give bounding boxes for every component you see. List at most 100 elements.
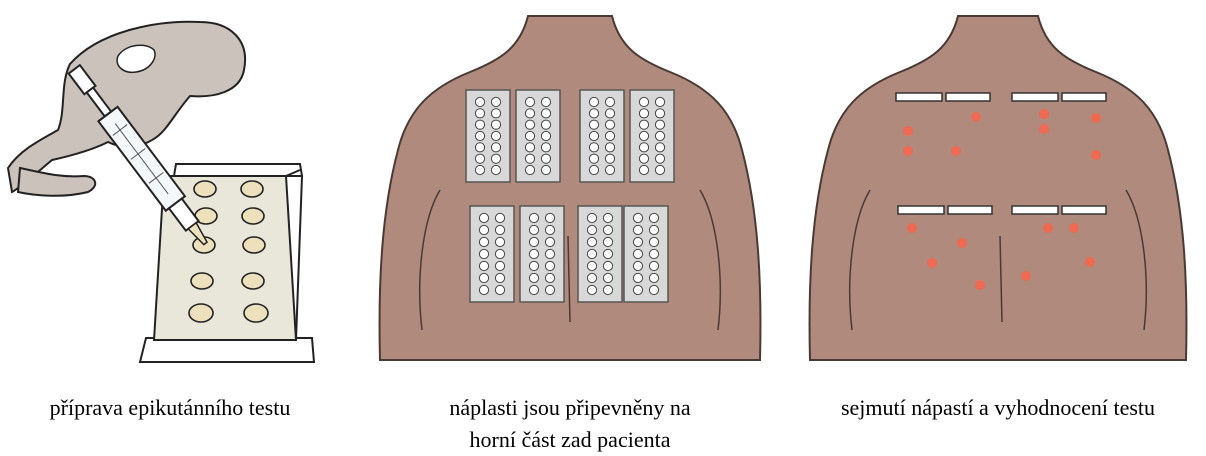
patch-chamber xyxy=(639,131,648,140)
patch-strip xyxy=(470,206,514,302)
caption-line: příprava epikutánního testu xyxy=(0,392,340,424)
patch-chamber xyxy=(655,120,664,129)
patch-chamber xyxy=(475,165,484,174)
panel-preparation: příprava epikutánního testu xyxy=(0,0,340,452)
patch-chamber xyxy=(649,285,658,294)
patch-chamber xyxy=(649,225,658,234)
patch-chamber xyxy=(495,237,504,246)
patch-chamber xyxy=(479,249,488,258)
patch-chamber xyxy=(605,120,614,129)
patch-chamber xyxy=(603,237,612,246)
patch-strip xyxy=(516,90,560,182)
patch-chamber xyxy=(475,143,484,152)
patch-chamber xyxy=(587,285,596,294)
patch-chamber xyxy=(587,237,596,246)
caption-preparation: příprava epikutánního testu xyxy=(0,392,340,424)
patch-strip xyxy=(466,90,510,182)
patch-chamber xyxy=(475,154,484,163)
patch-chamber xyxy=(589,97,598,106)
patch-chamber xyxy=(587,213,596,222)
patch-chamber xyxy=(491,120,500,129)
tray-frame-side xyxy=(296,176,302,340)
patch-chamber xyxy=(603,225,612,234)
patch-chamber xyxy=(541,109,550,118)
panel-application: náplasti jsou připevněny na horní část z… xyxy=(360,0,780,452)
patch-chamber xyxy=(479,225,488,234)
back-with-reactions-illustration xyxy=(790,0,1206,380)
patch-chamber xyxy=(605,109,614,118)
patch-chamber xyxy=(639,165,648,174)
patch-chamber xyxy=(633,237,642,246)
patch-chamber xyxy=(529,285,538,294)
patch-strip xyxy=(520,206,564,302)
patch-chamber xyxy=(529,237,538,246)
patch-chamber xyxy=(491,109,500,118)
patch-chamber xyxy=(605,131,614,140)
patch-chamber xyxy=(491,131,500,140)
preparation-illustration xyxy=(0,0,340,380)
patch-chamber xyxy=(603,249,612,258)
patch-strip xyxy=(624,206,668,302)
patch-strip xyxy=(578,206,622,302)
patch-chamber xyxy=(587,273,596,282)
patch-chamber xyxy=(495,225,504,234)
caption-evaluation: sejmutí nápastí a vyhodnocení testu xyxy=(790,392,1206,424)
patch-chamber xyxy=(525,97,534,106)
patch-chamber xyxy=(603,273,612,282)
patch-chamber xyxy=(545,225,554,234)
patch-chamber xyxy=(491,97,500,106)
patch-chamber xyxy=(475,120,484,129)
patch-chamber xyxy=(603,285,612,294)
patch-chamber xyxy=(541,120,550,129)
upper-back xyxy=(810,16,1187,360)
patch-chamber xyxy=(587,225,596,234)
patch-chamber xyxy=(541,154,550,163)
patch-chamber xyxy=(587,261,596,270)
patch-chamber xyxy=(649,249,658,258)
patch-chamber xyxy=(495,273,504,282)
patch-chamber xyxy=(495,213,504,222)
patch-chamber xyxy=(633,273,642,282)
caption-line: náplasti jsou připevněny na xyxy=(360,392,780,424)
patch-chamber xyxy=(529,249,538,258)
patch-chamber xyxy=(479,237,488,246)
patch-strip xyxy=(630,90,674,182)
patch-chamber xyxy=(479,213,488,222)
patch-chamber xyxy=(649,237,658,246)
patch-chamber xyxy=(639,97,648,106)
patch-chamber xyxy=(655,131,664,140)
patch-chamber xyxy=(529,273,538,282)
patch-chamber xyxy=(649,213,658,222)
patch-strip xyxy=(580,90,624,182)
patch-chamber xyxy=(589,131,598,140)
patch-chamber xyxy=(525,131,534,140)
patch-chamber xyxy=(495,249,504,258)
patch-chamber xyxy=(475,109,484,118)
thumb xyxy=(18,168,95,196)
patch-chamber xyxy=(529,225,538,234)
patch-chamber xyxy=(525,165,534,174)
patch-chamber xyxy=(633,285,642,294)
patch-chamber xyxy=(649,273,658,282)
patch-chamber xyxy=(655,143,664,152)
patch-chamber xyxy=(633,225,642,234)
caption-line: horní část zad pacienta xyxy=(360,424,780,456)
patch-chamber xyxy=(589,109,598,118)
patch-chamber xyxy=(541,165,550,174)
patch-chamber xyxy=(475,131,484,140)
patch-chamber xyxy=(639,143,648,152)
patch-chamber xyxy=(479,285,488,294)
patch-chamber xyxy=(649,261,658,270)
patch-chamber xyxy=(545,285,554,294)
patch-chamber xyxy=(639,154,648,163)
patch-chamber xyxy=(589,165,598,174)
patch-chamber xyxy=(633,213,642,222)
patch-chamber xyxy=(525,154,534,163)
patch-chamber xyxy=(491,165,500,174)
patch-chamber xyxy=(655,109,664,118)
patch-chamber xyxy=(655,97,664,106)
patch-chamber xyxy=(525,120,534,129)
patch-chamber xyxy=(603,213,612,222)
patch-chamber xyxy=(479,273,488,282)
patch-chamber xyxy=(605,154,614,163)
